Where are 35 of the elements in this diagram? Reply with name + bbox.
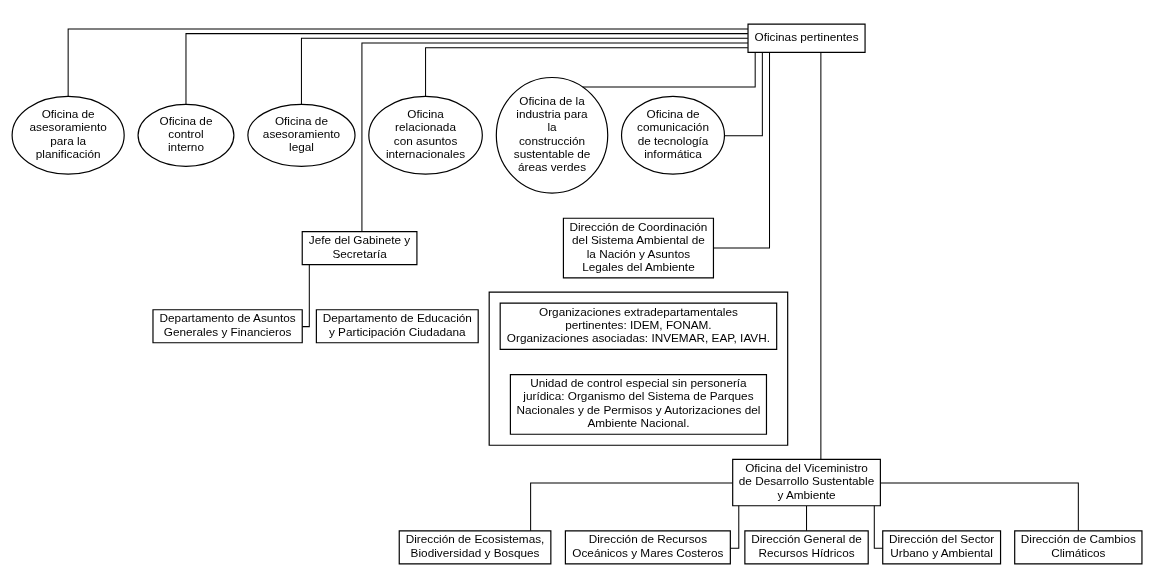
node-box: Unidad de control especial sin personería jurídica: Organismo del Sistema de Parques Nacionales y de Permisos y Autorizaciones del Ambiente Nacional. <box>509 373 768 435</box>
node-box: Oficina del Viceministro de Desarrollo Sustentable y Ambiente <box>732 458 881 506</box>
node-ellipse: Oficina de control interno <box>137 103 235 167</box>
cluster <box>488 291 789 446</box>
connector <box>361 42 749 232</box>
node-box: Jefe del Gabinete y Secretaría <box>301 230 418 265</box>
node-ellipse: Oficina de comunicación de tecnología informática <box>620 95 726 175</box>
node-box: Dirección de Cambios Climáticos <box>1014 529 1143 564</box>
connector <box>806 504 808 531</box>
node-circle: Oficina de la industria para la construcción sustentable de áreas verdes <box>495 76 609 194</box>
connector <box>67 27 749 97</box>
connector <box>582 51 756 88</box>
node-box: Dirección de Ecosistemas, Biodiversidad y Bosques <box>398 529 552 564</box>
node-ellipse: Oficina de asesoramiento legal <box>247 103 356 167</box>
connector <box>713 51 771 249</box>
node-box: Departamento de Educación y Participación Ciudadana <box>315 308 479 343</box>
connector <box>879 481 1079 531</box>
node-box: Dirección General de Recursos Hídricos <box>744 529 869 564</box>
node-box: Oficinas pertinentes <box>747 23 866 53</box>
connector <box>873 504 884 549</box>
node-ellipse: Oficina relacionada con asuntos internacionales <box>368 95 483 175</box>
connector <box>724 51 763 136</box>
connector <box>301 263 310 327</box>
connector <box>820 51 822 460</box>
node-box: Organizaciones extradepartamentales pertinentes: IDEM, FONAM. Organizaciones asociadas: INVEMAR, EAP, IAVH. <box>499 301 778 350</box>
node-box: Dirección de Recursos Oceánicos y Mares Costeros <box>564 529 731 564</box>
connector <box>425 46 749 97</box>
node-ellipse: Oficina de asesoramiento para la planificación <box>11 95 125 175</box>
connector <box>530 481 734 531</box>
connector <box>185 32 749 105</box>
connector <box>300 37 749 105</box>
node-box: Departamento de Asuntos Generales y Financieros <box>152 308 303 343</box>
connector <box>729 504 740 549</box>
node-box: Dirección de Coordinación del Sistema Ambiental de la Nación y Asuntos Legales del Ambiente <box>562 217 715 278</box>
node-box: Dirección del Sector Urbano y Ambiental <box>882 529 1002 564</box>
